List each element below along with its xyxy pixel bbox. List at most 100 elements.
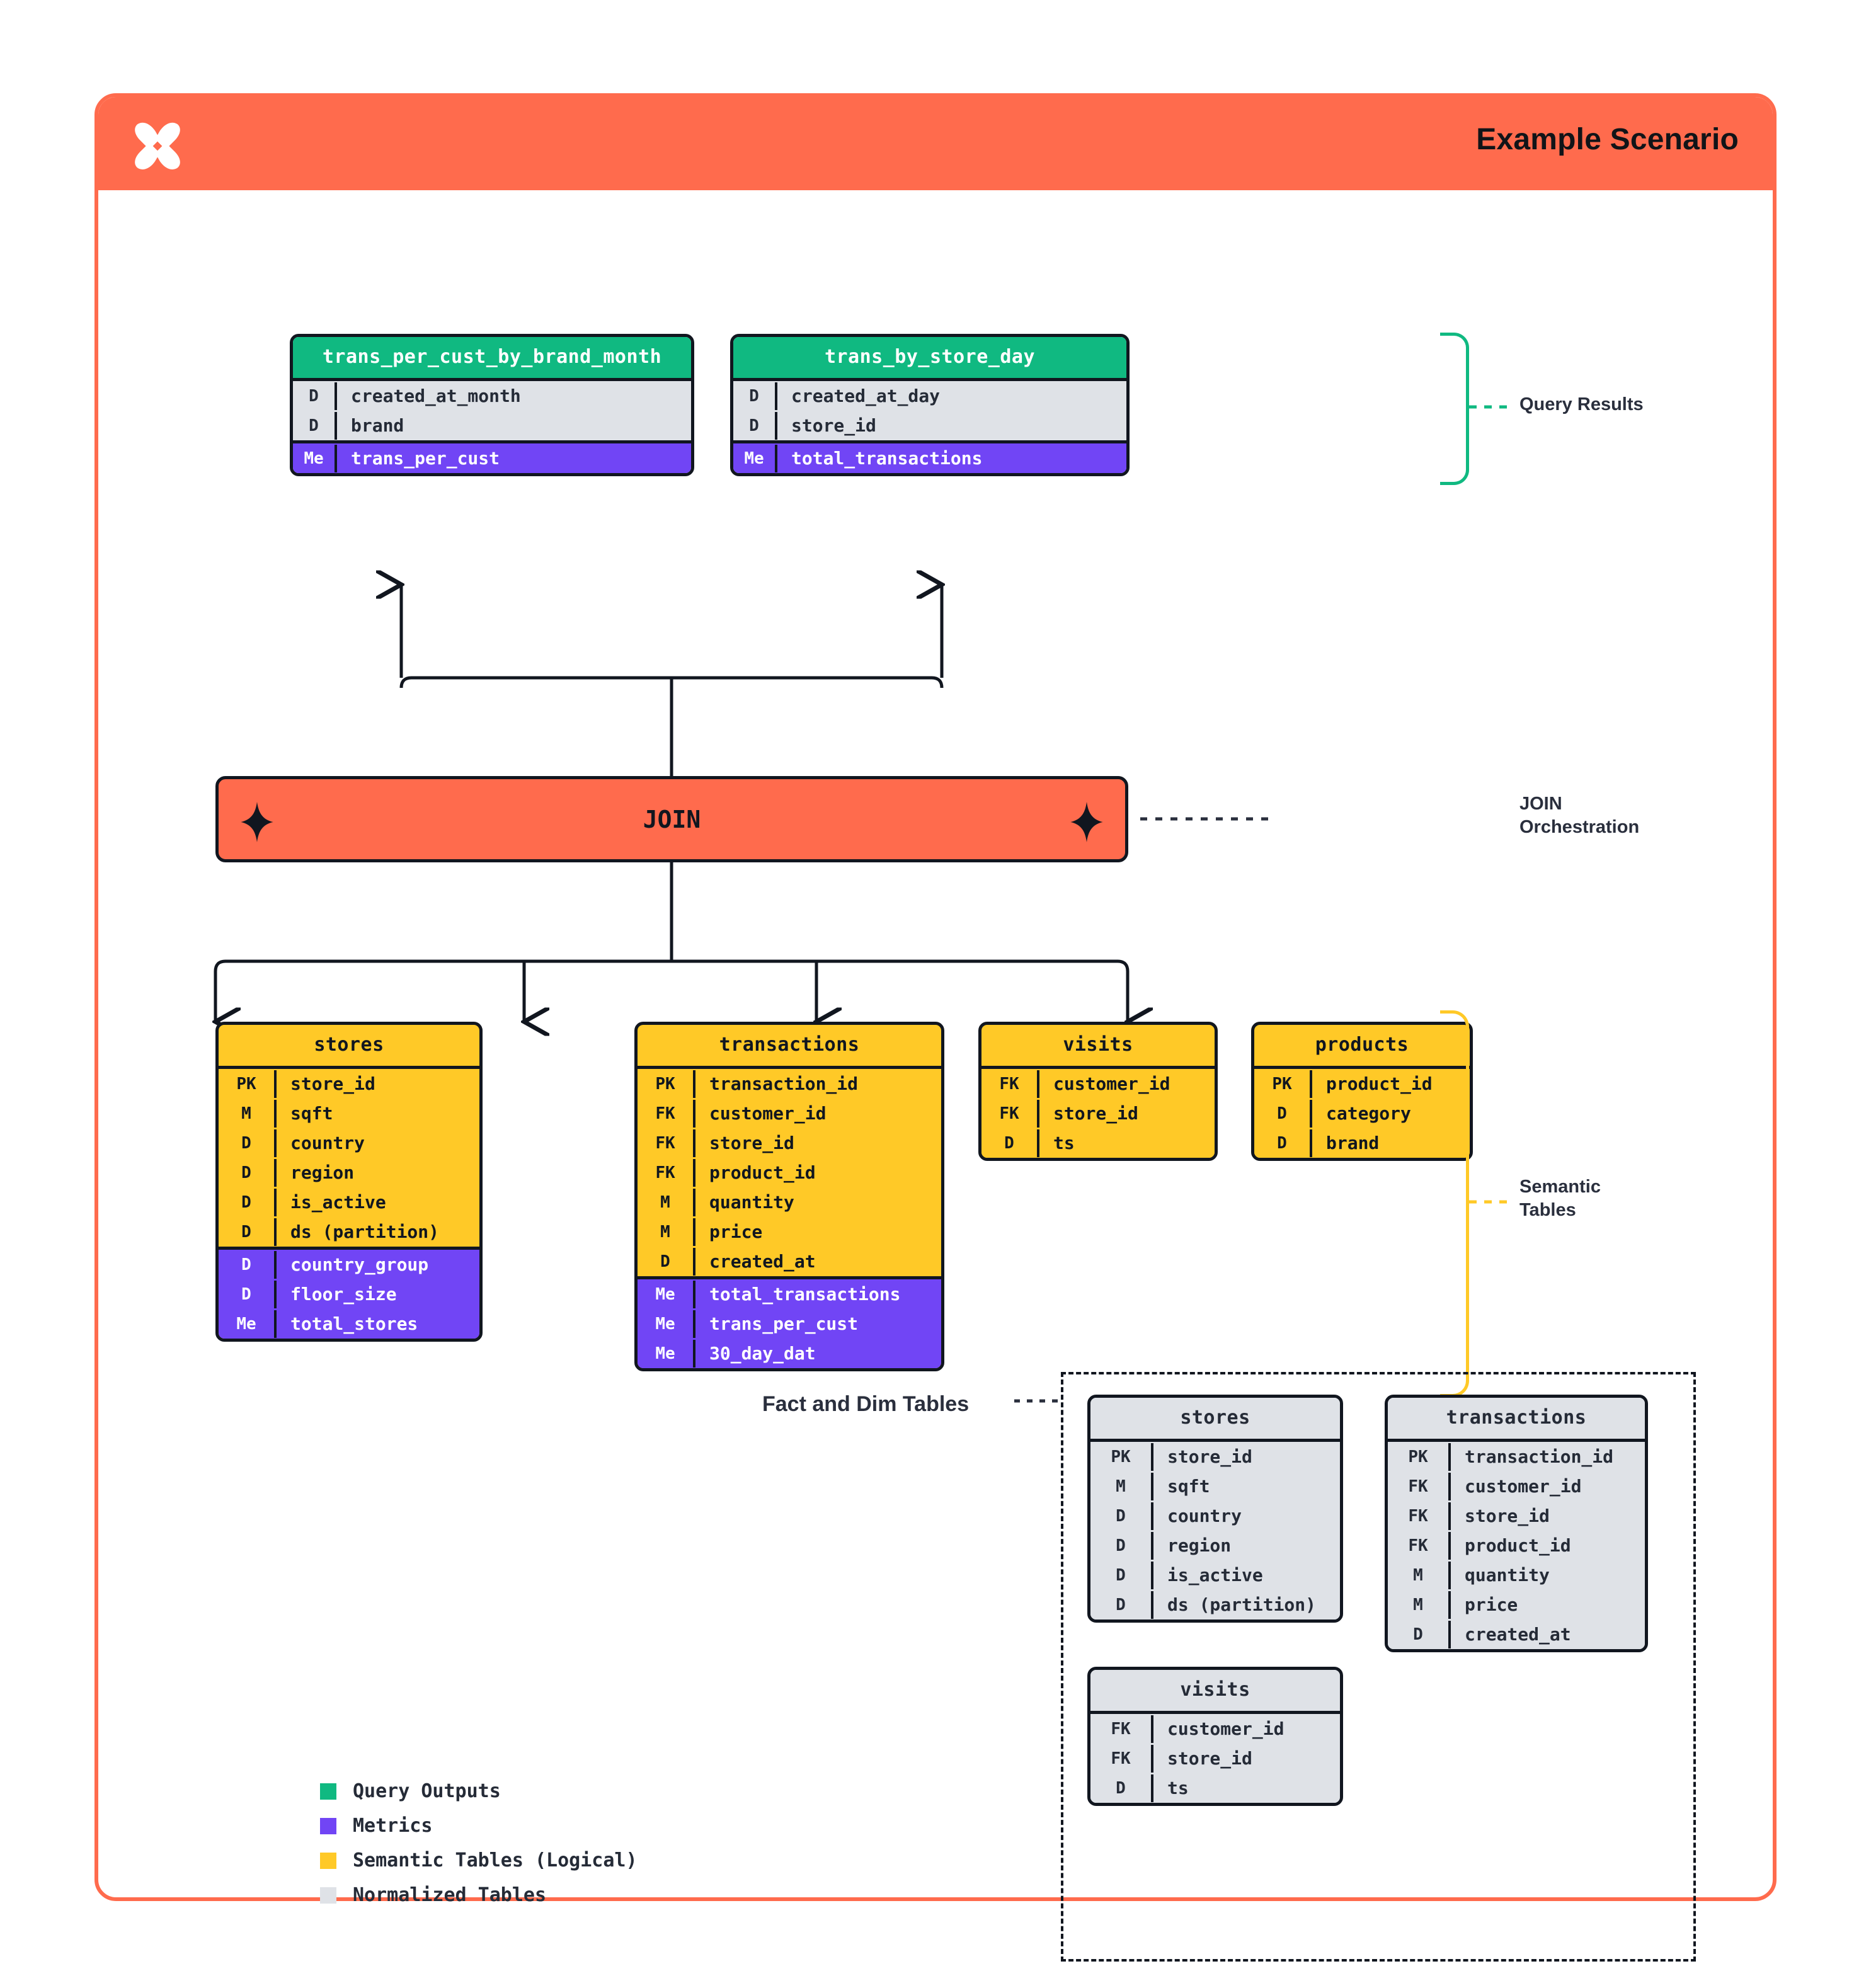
row-kind: D — [638, 1247, 695, 1276]
legend-swatch-gray — [320, 1887, 336, 1904]
row-kind: D — [1090, 1591, 1153, 1619]
table-row[interactable]: D store_id — [733, 411, 1126, 440]
row-kind: PK — [1254, 1070, 1312, 1098]
row-kind: Me — [219, 1310, 277, 1338]
row-kind: D — [219, 1188, 277, 1216]
metric-section: Me trans_per_cust — [293, 440, 691, 473]
table-row[interactable]: D brand — [293, 411, 691, 440]
legend-item-normalized-tables: Normalized Tables — [320, 1884, 638, 1906]
query-result-table-trans-per-cust-by-brand-month[interactable]: trans_per_cust_by_brand_month D created_… — [290, 334, 694, 476]
row-kind: PK — [638, 1070, 695, 1098]
row-field: store_id — [1167, 1446, 1252, 1467]
row-kind: D — [733, 382, 777, 410]
join-orchestration-bar[interactable]: JOIN — [215, 776, 1128, 862]
query-results-bracket — [1440, 333, 1469, 485]
fact-dim-container — [1061, 1372, 1696, 1962]
row-kind: FK — [638, 1129, 695, 1157]
row-field: customer_id — [709, 1103, 827, 1124]
annotation-join-line2: Orchestration — [1519, 816, 1640, 837]
table-row[interactable]: D created_at_month — [293, 381, 691, 411]
legend-item-semantic-tables: Semantic Tables (Logical) — [320, 1849, 638, 1871]
row-kind: PK — [1388, 1442, 1451, 1471]
query-result-table-trans-by-store-day[interactable]: trans_by_store_day D created_at_day D st… — [730, 334, 1130, 476]
join-label: JOIN — [643, 805, 701, 833]
row-field: category — [1326, 1103, 1411, 1124]
legend-swatch-purple — [320, 1817, 336, 1834]
legend-swatch-green — [320, 1783, 336, 1800]
app-header: Example Scenario — [98, 97, 1773, 190]
row-field: ds (partition) — [290, 1221, 440, 1242]
row-kind: D — [1090, 1561, 1153, 1589]
row-kind: FK — [1388, 1502, 1451, 1530]
legend-label: Semantic Tables (Logical) — [353, 1849, 638, 1871]
table-row[interactable]: D created_at_day — [733, 381, 1126, 411]
row-field: brand — [1326, 1133, 1380, 1153]
row-kind: FK — [1090, 1715, 1153, 1743]
query-results-leader-line — [1469, 405, 1513, 409]
join-leader-line — [1140, 817, 1270, 821]
table-header: trans_per_cust_by_brand_month — [293, 337, 691, 378]
row-kind: D — [1254, 1129, 1312, 1157]
row-kind: D — [1090, 1531, 1153, 1560]
row-field: store_id — [709, 1133, 794, 1153]
x-star-logo-icon — [135, 122, 180, 169]
legend-label: Metrics — [353, 1815, 433, 1837]
row-field: floor_size — [290, 1284, 397, 1305]
table-row[interactable]: Me trans_per_cust — [293, 443, 691, 473]
sparkle-icon — [1070, 802, 1103, 842]
table-row[interactable]: Me total_transactions — [733, 443, 1126, 473]
row-field: region — [290, 1162, 355, 1183]
row-field: 30_day_dat — [709, 1343, 816, 1364]
table-row[interactable]: FK store_id — [638, 1128, 941, 1158]
